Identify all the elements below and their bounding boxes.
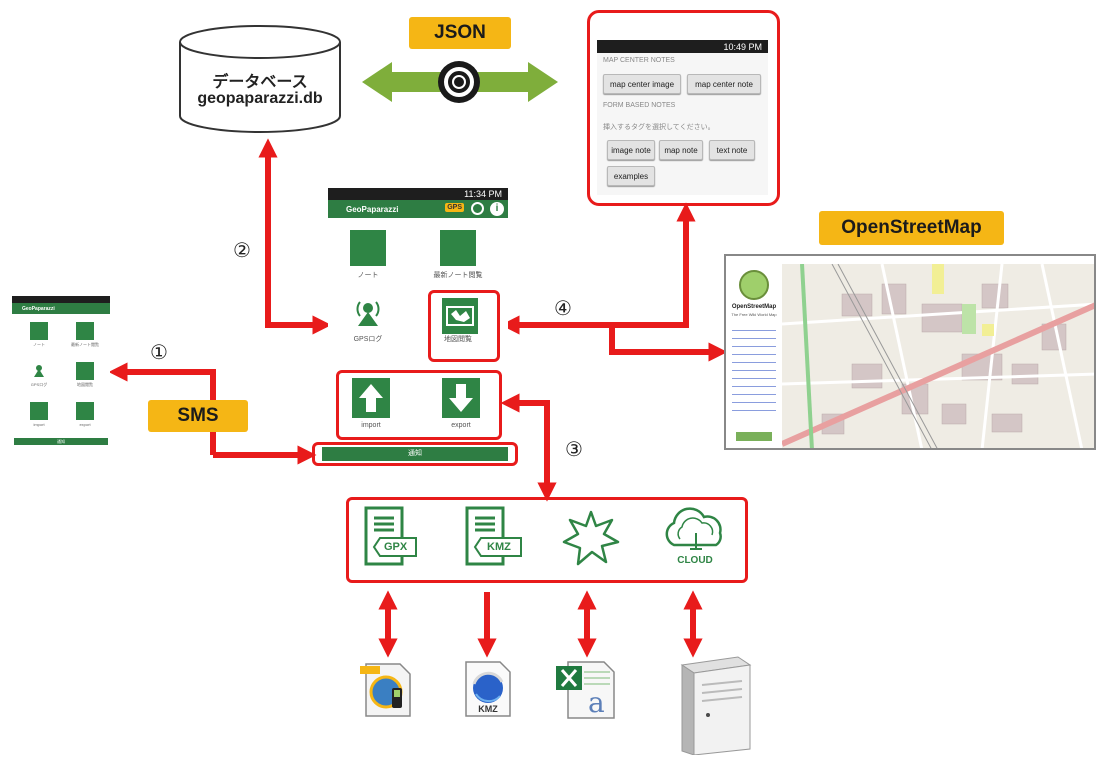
small-export-icon	[76, 402, 94, 420]
json-tag: JSON	[409, 17, 511, 49]
import-icon[interactable]	[352, 378, 390, 418]
main-app-title: GeoPaparazzi	[346, 204, 399, 214]
small-label-note: ノート	[33, 342, 45, 347]
kmz-label: KMZ	[487, 541, 511, 553]
small-recent-icon	[76, 322, 94, 340]
arrow-map-to-osm	[609, 325, 728, 362]
map-view-frame	[428, 290, 500, 362]
map-center-note-button[interactable]: map center note	[687, 74, 761, 94]
notes-status-time: 10:49 PM	[723, 41, 762, 52]
import-export-frame	[336, 370, 502, 440]
cloud-icon[interactable]: CLOUD	[660, 505, 730, 571]
osm-tagline: The Free Wiki World Map	[731, 312, 777, 317]
small-label-import: import	[33, 422, 45, 427]
gps-badge[interactable]: GPS	[445, 203, 464, 212]
info-icon[interactable]: i	[490, 202, 504, 216]
marker-two: ②	[233, 238, 251, 262]
google-earth-kmz-icon: KMZ	[462, 660, 514, 718]
small-map-icon	[76, 362, 94, 380]
osm-sidebar-links	[732, 326, 776, 416]
small-gps-icon	[31, 362, 47, 378]
osm-sidebar: OpenStreetMap The Free Wiki World Map	[726, 264, 783, 448]
database-title: データベース	[212, 74, 308, 91]
small-notify-bar: 通知	[14, 438, 108, 445]
gpx-label: GPX	[384, 541, 408, 553]
gpx-app-icon	[358, 660, 418, 720]
recent-notes-tile-icon[interactable]	[440, 230, 476, 266]
osm-search-button[interactable]	[736, 432, 772, 441]
osm-map-canvas	[782, 264, 1094, 448]
osm-green-road	[800, 264, 814, 448]
arrow-io-to-formats	[500, 393, 557, 502]
arrow-map-to-notes	[612, 202, 696, 328]
marker-four: ④	[554, 296, 572, 320]
note-tile-label: ノート	[357, 272, 379, 279]
gps-log-tile-label: GPSログ	[353, 336, 383, 343]
small-label-map: 地図閲覧	[77, 382, 93, 387]
small-app-bar: GeoPaparazzi	[12, 303, 110, 314]
cloud-label: CLOUD	[677, 555, 713, 566]
notes-section-map: MAP CENTER NOTES	[603, 57, 675, 64]
notify-button[interactable]: 通知	[322, 447, 508, 461]
notes-status-bar: 10:49 PM	[597, 40, 768, 53]
export-icon[interactable]	[442, 378, 480, 418]
kmz-file-icon[interactable]: KMZ	[463, 506, 523, 570]
small-label-gps: GPSログ	[30, 382, 48, 387]
small-import-icon	[30, 402, 48, 420]
database-cylinder: データベース geopaparazzi.db	[178, 24, 342, 134]
locate-icon[interactable]	[471, 202, 484, 215]
map-note-button[interactable]: map note	[659, 140, 703, 160]
arrow-db-to-app	[258, 138, 332, 335]
osm-map-screen: OpenStreetMap The Free Wiki World Map	[724, 254, 1096, 450]
gpx-file-icon[interactable]: GPX	[362, 506, 418, 570]
note-tile-icon[interactable]	[350, 230, 386, 266]
server-icon	[668, 655, 752, 756]
small-label-recent: 最新ノート閲覧	[71, 342, 99, 347]
main-status-bar: 11:34 PM	[328, 188, 508, 200]
gps-log-icon[interactable]	[352, 296, 384, 328]
small-app-title: GeoPaparazzi	[22, 305, 55, 312]
small-status-bar	[12, 296, 110, 303]
map-view-tile-icon[interactable]	[442, 298, 478, 334]
osm-tag: OpenStreetMap	[819, 211, 1004, 245]
import-label: import	[361, 422, 381, 429]
star-shape-icon[interactable]	[562, 510, 620, 566]
recent-notes-tile-label: 最新ノート閲覧	[433, 272, 483, 279]
small-phone-screen: GeoPaparazzi ノート 最新ノート閲覧 GPSログ 地図閲覧 impo…	[12, 296, 110, 448]
json-logo-icon	[438, 61, 480, 103]
small-label-export: export	[79, 422, 91, 427]
notes-screen-frame	[587, 10, 780, 206]
export-formats-frame	[346, 497, 748, 583]
excel-file-icon: a	[554, 656, 620, 722]
main-app-bar: GeoPaparazzi GPS i	[328, 200, 508, 218]
sms-tag: SMS	[148, 400, 248, 432]
main-phone-screen: 11:34 PM GeoPaparazzi GPS i ノート 最新ノート閲覧 …	[328, 188, 508, 370]
notes-screen: 10:49 PM MAP CENTER NOTES map center ima…	[597, 40, 768, 195]
main-status-time: 11:34 PM	[464, 189, 502, 199]
text-note-button[interactable]: text note	[709, 140, 755, 160]
notify-frame	[312, 442, 518, 466]
osm-logo-icon	[739, 270, 769, 300]
notes-instruction: 挿入するタグを選択してください。	[603, 124, 715, 131]
small-note-icon	[30, 322, 48, 340]
examples-button[interactable]: examples	[607, 166, 655, 186]
osm-main-road	[782, 302, 1094, 447]
notes-section-form: FORM BASED NOTES	[603, 102, 676, 109]
marker-three: ③	[565, 437, 583, 461]
map-view-tile-label: 地図閲覧	[444, 336, 472, 343]
marker-one: ①	[150, 340, 168, 364]
kmz-app-label: KMZ	[478, 704, 498, 714]
osm-site-name: OpenStreetMap	[731, 304, 777, 310]
image-note-button[interactable]: image note	[607, 140, 655, 160]
excel-letter: a	[588, 686, 605, 719]
export-label: export	[451, 422, 471, 429]
map-center-image-button[interactable]: map center image	[603, 74, 681, 94]
database-icon	[179, 25, 341, 133]
database-file: geopaparazzi.db	[197, 90, 323, 107]
